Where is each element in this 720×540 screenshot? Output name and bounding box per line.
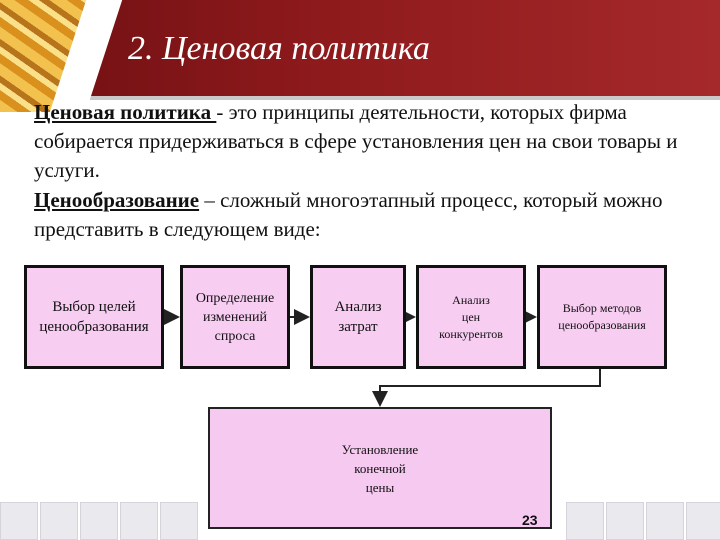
tile <box>0 502 38 540</box>
flow-step-costs: Анализ затрат <box>310 265 406 369</box>
tile <box>120 502 158 540</box>
tile <box>80 502 118 540</box>
header-gold-image <box>0 0 86 112</box>
flow-step-methods: Выбор методов ценообразования <box>537 265 667 369</box>
step-line: Выбор методов <box>562 301 642 315</box>
step-line: затрат <box>338 319 378 335</box>
definition-pricing: – сложный многоэтапный процесс, который … <box>34 188 663 241</box>
flow-step-final-price: Установление конечной цены <box>208 407 552 529</box>
flow-step-goals: Выбор целей ценообразования <box>24 265 164 369</box>
page-number: 23 <box>522 512 538 528</box>
step-line: ценообразования <box>39 319 149 335</box>
step-line: изменений <box>202 309 268 325</box>
flow-step-competitors: Анализ цен конкурентов <box>416 265 526 369</box>
arrow-5-final <box>372 369 601 407</box>
tile <box>606 502 644 540</box>
step-line: конкурентов <box>439 326 503 341</box>
tile <box>160 502 198 540</box>
flow-step-demand: Определение изменений спроса <box>180 265 290 369</box>
decorative-tile-strip <box>0 502 720 540</box>
step-line: спроса <box>214 328 256 344</box>
term-price-policy: Ценовая политика <box>34 100 217 124</box>
step-line: Установление <box>341 441 419 457</box>
slide-title: 2. Ценовая политика <box>128 30 430 67</box>
tile <box>566 502 604 540</box>
step-line: Выбор целей <box>52 299 136 315</box>
definition-price-policy: - это принципы деятельности, которых фир… <box>34 100 678 182</box>
term-pricing: Ценообразование <box>34 188 200 212</box>
paragraph-definition-pricing: Ценообразование – сложный многоэтапный п… <box>34 186 704 244</box>
step-line: цены <box>365 479 395 495</box>
step-line: Анализ <box>334 299 382 315</box>
step-line: ценообразования <box>558 318 646 332</box>
tile <box>646 502 684 540</box>
header-band <box>0 0 720 96</box>
step-line: Определение <box>195 290 275 306</box>
step-line: цен <box>461 309 481 324</box>
tile <box>40 502 78 540</box>
step-line: конечной <box>354 460 406 476</box>
header-divider <box>0 96 720 100</box>
paragraph-definition-policy: Ценовая политика - это принципы деятельн… <box>34 98 704 185</box>
tile <box>686 502 720 540</box>
step-line: Анализ <box>452 292 490 307</box>
